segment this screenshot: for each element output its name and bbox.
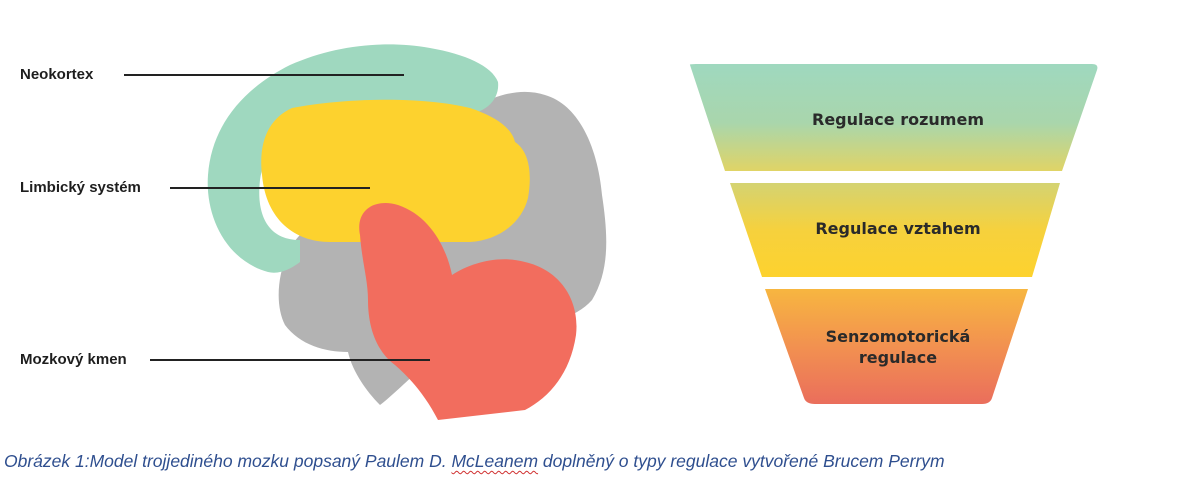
figure-caption: Obrázek 1:Model trojjediného mozku popsa… (4, 451, 945, 472)
caption-text-start: Obrázek 1:Model trojjediného mozku popsa… (4, 451, 452, 471)
neocortex-label: Neokortex (20, 66, 94, 83)
brainstem-region (359, 203, 577, 420)
tier-middle-label: Regulace vztahem (815, 219, 981, 238)
pyramid-tier-bottom (765, 289, 1028, 404)
caption-text-end: doplněný o typy regulace vytvořené Bruce… (538, 451, 945, 471)
triune-brain-figure (124, 44, 1098, 420)
pyramid-tier-top (689, 64, 1098, 171)
brainstem-label: Mozkový kmen (20, 351, 127, 368)
caption-spellcheck-word: McLeanem (451, 451, 539, 471)
tier-bottom-label: Senzomotorická regulace (825, 327, 971, 367)
limbic-system-label: Limbický systém (20, 179, 141, 196)
limbic-region (261, 99, 530, 242)
pyramid-tier-middle (730, 183, 1060, 277)
tier-top-label: Regulace rozumem (812, 110, 984, 129)
